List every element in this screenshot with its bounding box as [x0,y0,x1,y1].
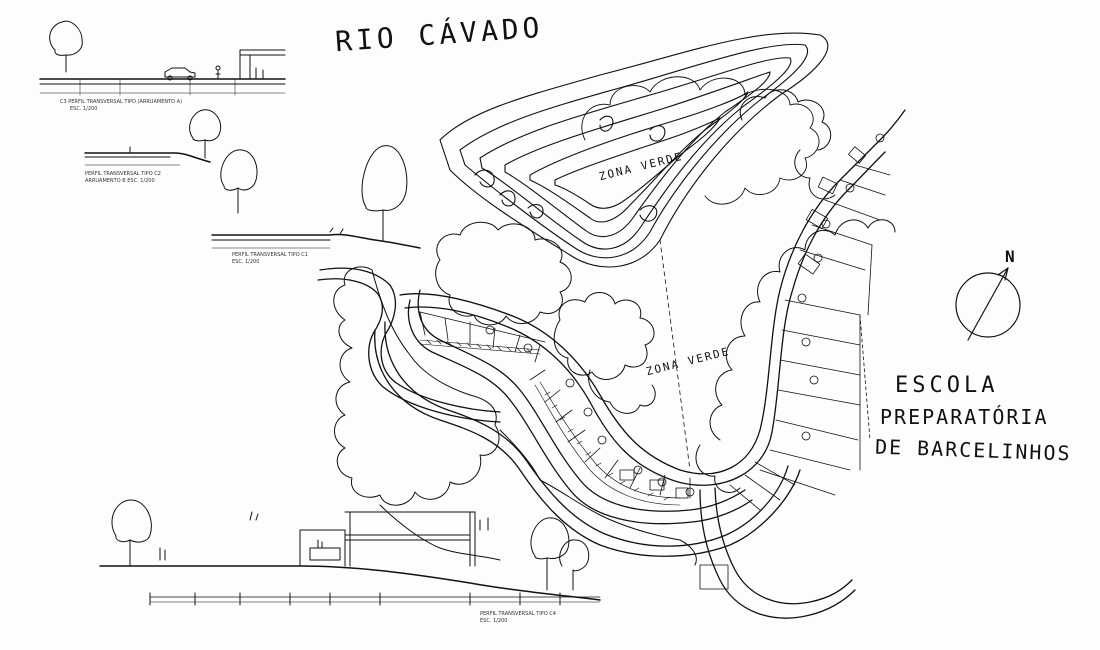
section-c4 [99,499,601,606]
section-c3-caption-2: ESC. 1/200 [70,106,97,112]
building-plots [419,146,891,590]
section-c3 [39,20,286,96]
north-arrow [955,267,1021,341]
north-label: N [1005,247,1015,266]
hill-contours [439,32,829,268]
section-c2-caption-1: PERFIL TRANSVERSAL TIPO C2 [85,171,161,177]
section-c1-caption-2: ESC. 1/200 [232,259,259,265]
section-c1 [211,145,421,249]
section-c4-caption-1: PERFIL TRANSVERSAL TIPO C4 [480,611,556,617]
school-title-line-2: PREPARATÓRIA [880,405,1049,429]
section-c2-caption-2: ARRUAMENTO B ESC. 1/200 [85,178,155,184]
hatched-verges [419,339,681,506]
school-title-line-1: ESCOLA [895,373,999,398]
section-c4-caption-2: ESC. 1/200 [480,618,507,624]
road-network [317,109,906,619]
section-c3-caption-1: C3 PERFIL TRANSVERSAL TIPO (ARRUAMENTO A… [60,99,182,105]
hill-cloud-outline [581,76,820,205]
section-c1-caption-1: PERFIL TRANSVERSAL TIPO C1 [232,252,308,258]
plot-markers [485,133,885,497]
section-c2 [84,109,258,214]
